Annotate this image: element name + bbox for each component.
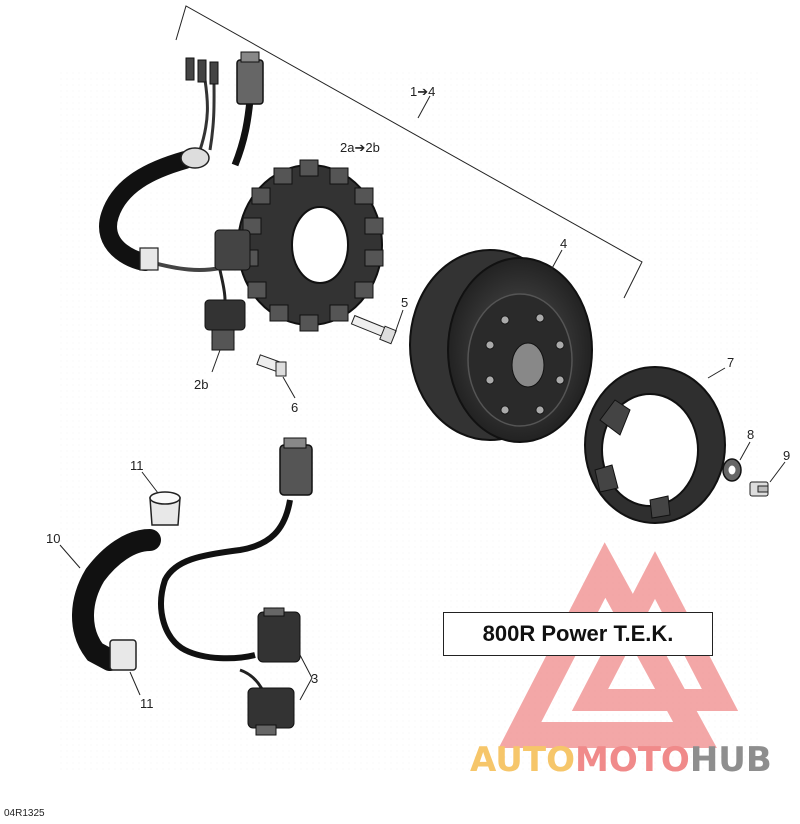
leader-10 <box>59 544 81 569</box>
bolt-icon <box>350 314 397 345</box>
sleeve-icon <box>109 639 137 671</box>
callout-3: 3 <box>311 671 318 686</box>
callout-7: 7 <box>727 355 734 370</box>
leader-9 <box>769 461 786 483</box>
sensor-icon <box>204 269 246 351</box>
leader-6 <box>282 376 296 399</box>
group-bracket <box>175 5 643 299</box>
leader-2b <box>211 349 221 373</box>
leader-5 <box>394 309 404 334</box>
bolt-icon <box>256 354 287 377</box>
callout-4: 4 <box>560 236 567 251</box>
callout-9: 9 <box>783 448 790 463</box>
connector-icon <box>185 51 264 105</box>
hose-icon <box>72 529 161 671</box>
sensor-icon <box>257 607 301 663</box>
stator-icon <box>214 159 384 332</box>
sleeve-icon <box>139 247 159 271</box>
callout-1-4: 1➔4 <box>410 84 435 99</box>
bolt-icon <box>749 481 769 497</box>
callout-11-top: 11 <box>130 458 144 473</box>
watermark-part-hub: HUB <box>689 740 772 780</box>
sleeve-icon <box>180 147 210 169</box>
watermark-part-auto: AUTO <box>470 740 575 780</box>
watermark-text: AUTOMOTOHUB <box>470 740 772 780</box>
callout-2b: 2b <box>194 377 208 392</box>
leader-3 <box>299 654 313 701</box>
ring-gear-icon <box>584 366 726 524</box>
callout-8: 8 <box>747 427 754 442</box>
leader-1-4 <box>417 95 431 119</box>
sensor-icon <box>247 687 295 736</box>
callout-2a-2b: 2a➔2b <box>340 140 380 155</box>
connector-icon <box>279 437 313 496</box>
leader-4 <box>549 249 563 273</box>
leader-11b <box>129 671 141 696</box>
leader-8 <box>739 441 751 461</box>
callout-11-bottom: 11 <box>140 696 154 711</box>
callout-6: 6 <box>291 400 298 415</box>
leader-7 <box>707 367 726 379</box>
reference-code: 04R1325 <box>4 808 45 819</box>
watermark-part-moto: MOTO <box>574 740 690 780</box>
sleeve-icon <box>149 491 181 526</box>
callout-10: 10 <box>46 531 60 546</box>
leader-11a <box>141 471 159 494</box>
washer-hole <box>728 465 736 475</box>
model-label: 800R Power T.E.K. <box>443 612 713 656</box>
callout-5: 5 <box>401 295 408 310</box>
upper-harness <box>99 79 254 272</box>
flywheel-icon <box>409 249 593 443</box>
